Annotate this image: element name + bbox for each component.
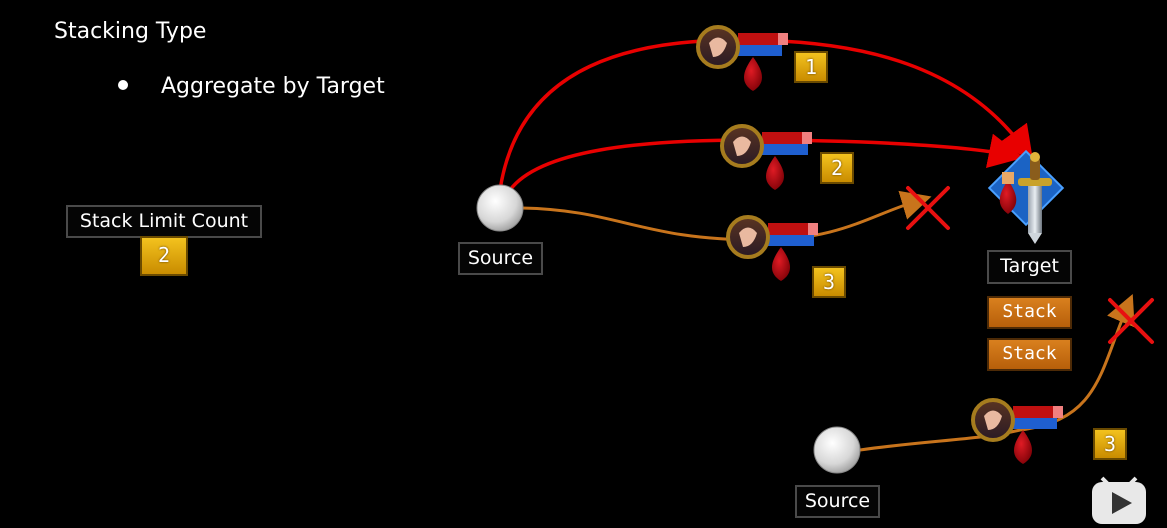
source-label: Source (458, 242, 543, 275)
source-orb-icon (476, 184, 524, 232)
effect-bottom-icon (971, 398, 1063, 464)
stack-limit-value-badge: 2 (140, 236, 188, 276)
play-button-icon (1092, 476, 1146, 524)
effect-1-icon (696, 25, 788, 91)
source-label: Source (795, 485, 880, 518)
link-to-effect-1 (498, 38, 1034, 191)
bullet-text: Aggregate by Target (161, 74, 385, 99)
red-x-icon (1108, 298, 1154, 344)
target-label: Target (987, 250, 1072, 284)
effect-index-badge: 3 (812, 266, 846, 298)
effect-index-badge: 1 (794, 51, 828, 83)
sword-target-icon (987, 149, 1065, 244)
link-bottom-effect (859, 293, 1135, 452)
red-x-icon (906, 186, 950, 230)
effect-index-badge: 3 (1093, 428, 1127, 460)
effect-index-badge: 2 (820, 152, 854, 184)
target-stack-slot: Stack (987, 296, 1072, 329)
source-orb-icon (813, 426, 861, 474)
link-to-effect-3 (521, 190, 932, 242)
bullet-item: Aggregate by Target (118, 74, 385, 99)
bullet-dot-icon (118, 80, 128, 90)
effect-3-icon (726, 215, 818, 281)
target-stack-slot: Stack (987, 338, 1072, 371)
slide-title: Stacking Type (54, 19, 207, 44)
effect-2-icon (720, 124, 812, 190)
